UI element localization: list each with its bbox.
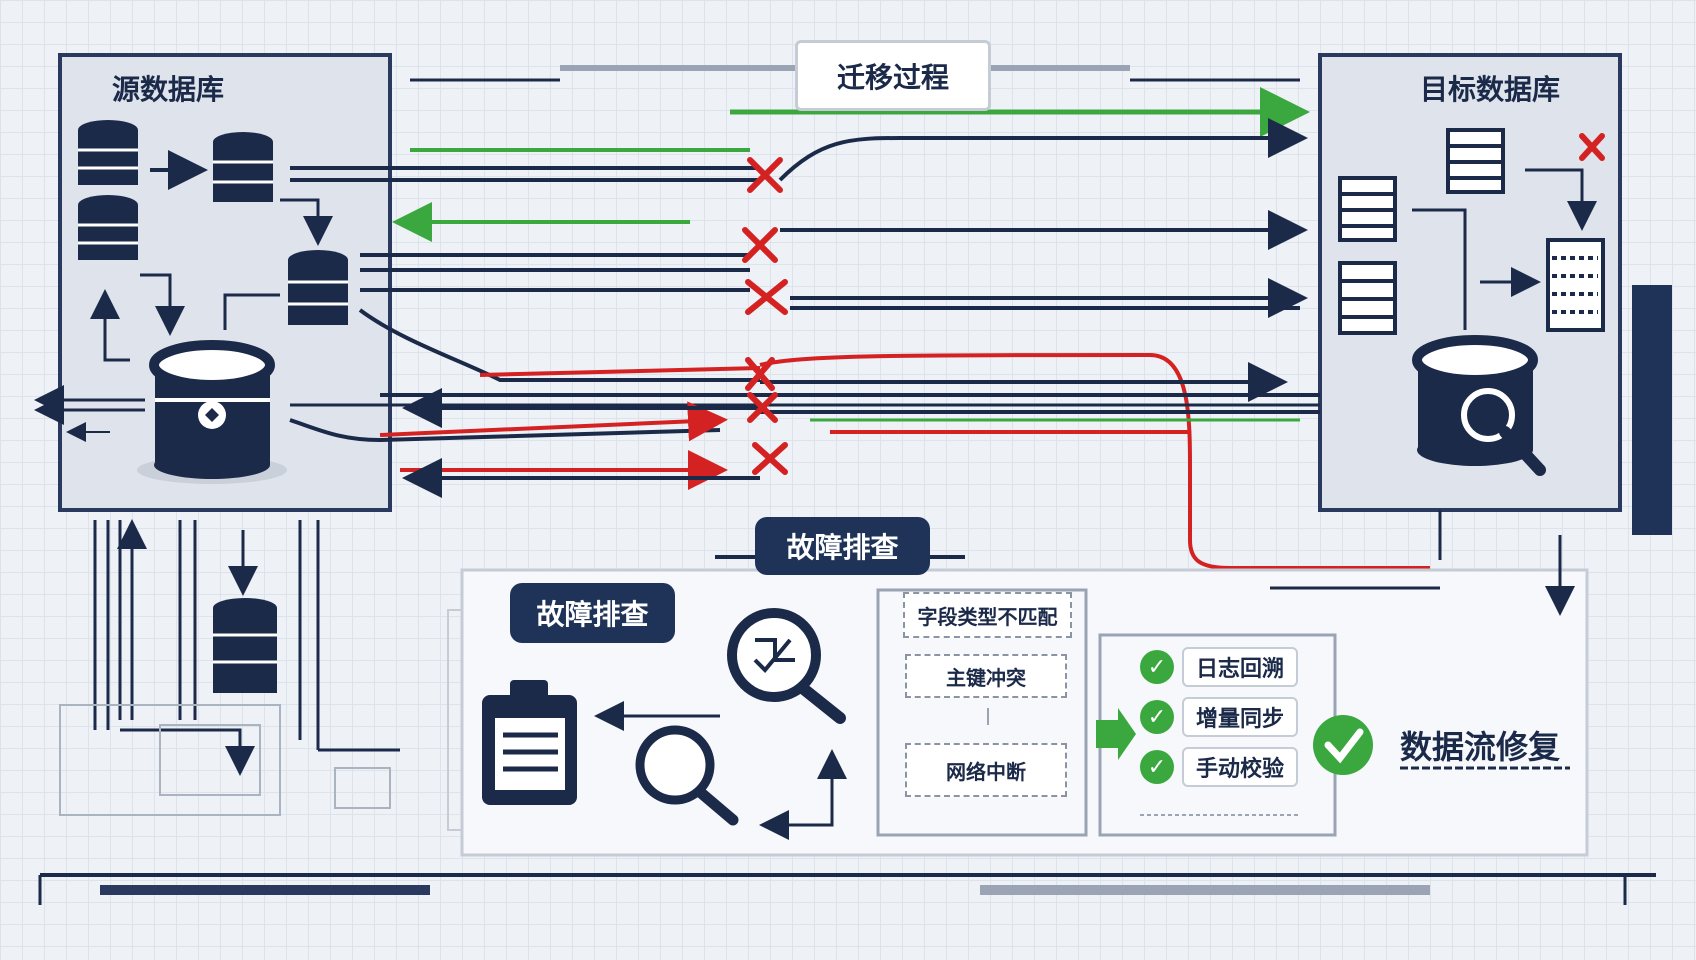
corrupted-table-icon [1546, 238, 1605, 332]
target-panel-title: 目标数据库 [1420, 73, 1561, 106]
database-icon [78, 120, 138, 185]
table-icon [1338, 176, 1397, 242]
troubleshoot-bubble: 故障排查 [510, 583, 675, 643]
database-icon [288, 250, 348, 325]
issue-primary-key-conflict: 主键冲突 [905, 654, 1067, 698]
migration-title-box: 迁移过程 [795, 40, 991, 111]
fix-label: 手动校验 [1182, 747, 1299, 787]
magnifier-icon [635, 725, 739, 826]
troubleshoot-header: 故障排查 [755, 517, 930, 575]
check-icon: ✓ [1140, 650, 1174, 684]
table-icon [1338, 261, 1397, 335]
fix-label: 增量同步 [1182, 697, 1299, 737]
check-icon: ✓ [1140, 750, 1174, 784]
fix-label: 日志回溯 [1182, 647, 1299, 687]
database-search-icon [1412, 335, 1546, 476]
table-icon [1446, 128, 1505, 194]
clipboard-icon [482, 680, 577, 805]
migration-title: 迁移过程 [836, 60, 949, 94]
database-icon [78, 195, 138, 260]
source-panel-title: 源数据库 [112, 73, 225, 106]
check-icon: ✓ [1140, 700, 1174, 734]
repair-title: 数据流修复 [1400, 728, 1561, 766]
fix-log-rollback: ✓ 日志回溯 [1140, 647, 1299, 687]
database-icon [213, 132, 273, 202]
fix-manual-verify: ✓ 手动校验 [1140, 747, 1299, 787]
magnifier-icon [727, 608, 846, 724]
error-x-icon [742, 133, 1605, 475]
shield-database-icon [137, 340, 287, 484]
fix-incremental-sync: ✓ 增量同步 [1140, 697, 1299, 737]
issue-network-outage: 网络中断 [905, 743, 1067, 797]
database-icon [213, 598, 277, 693]
issue-field-type-mismatch: 字段类型不匹配 [903, 592, 1072, 638]
